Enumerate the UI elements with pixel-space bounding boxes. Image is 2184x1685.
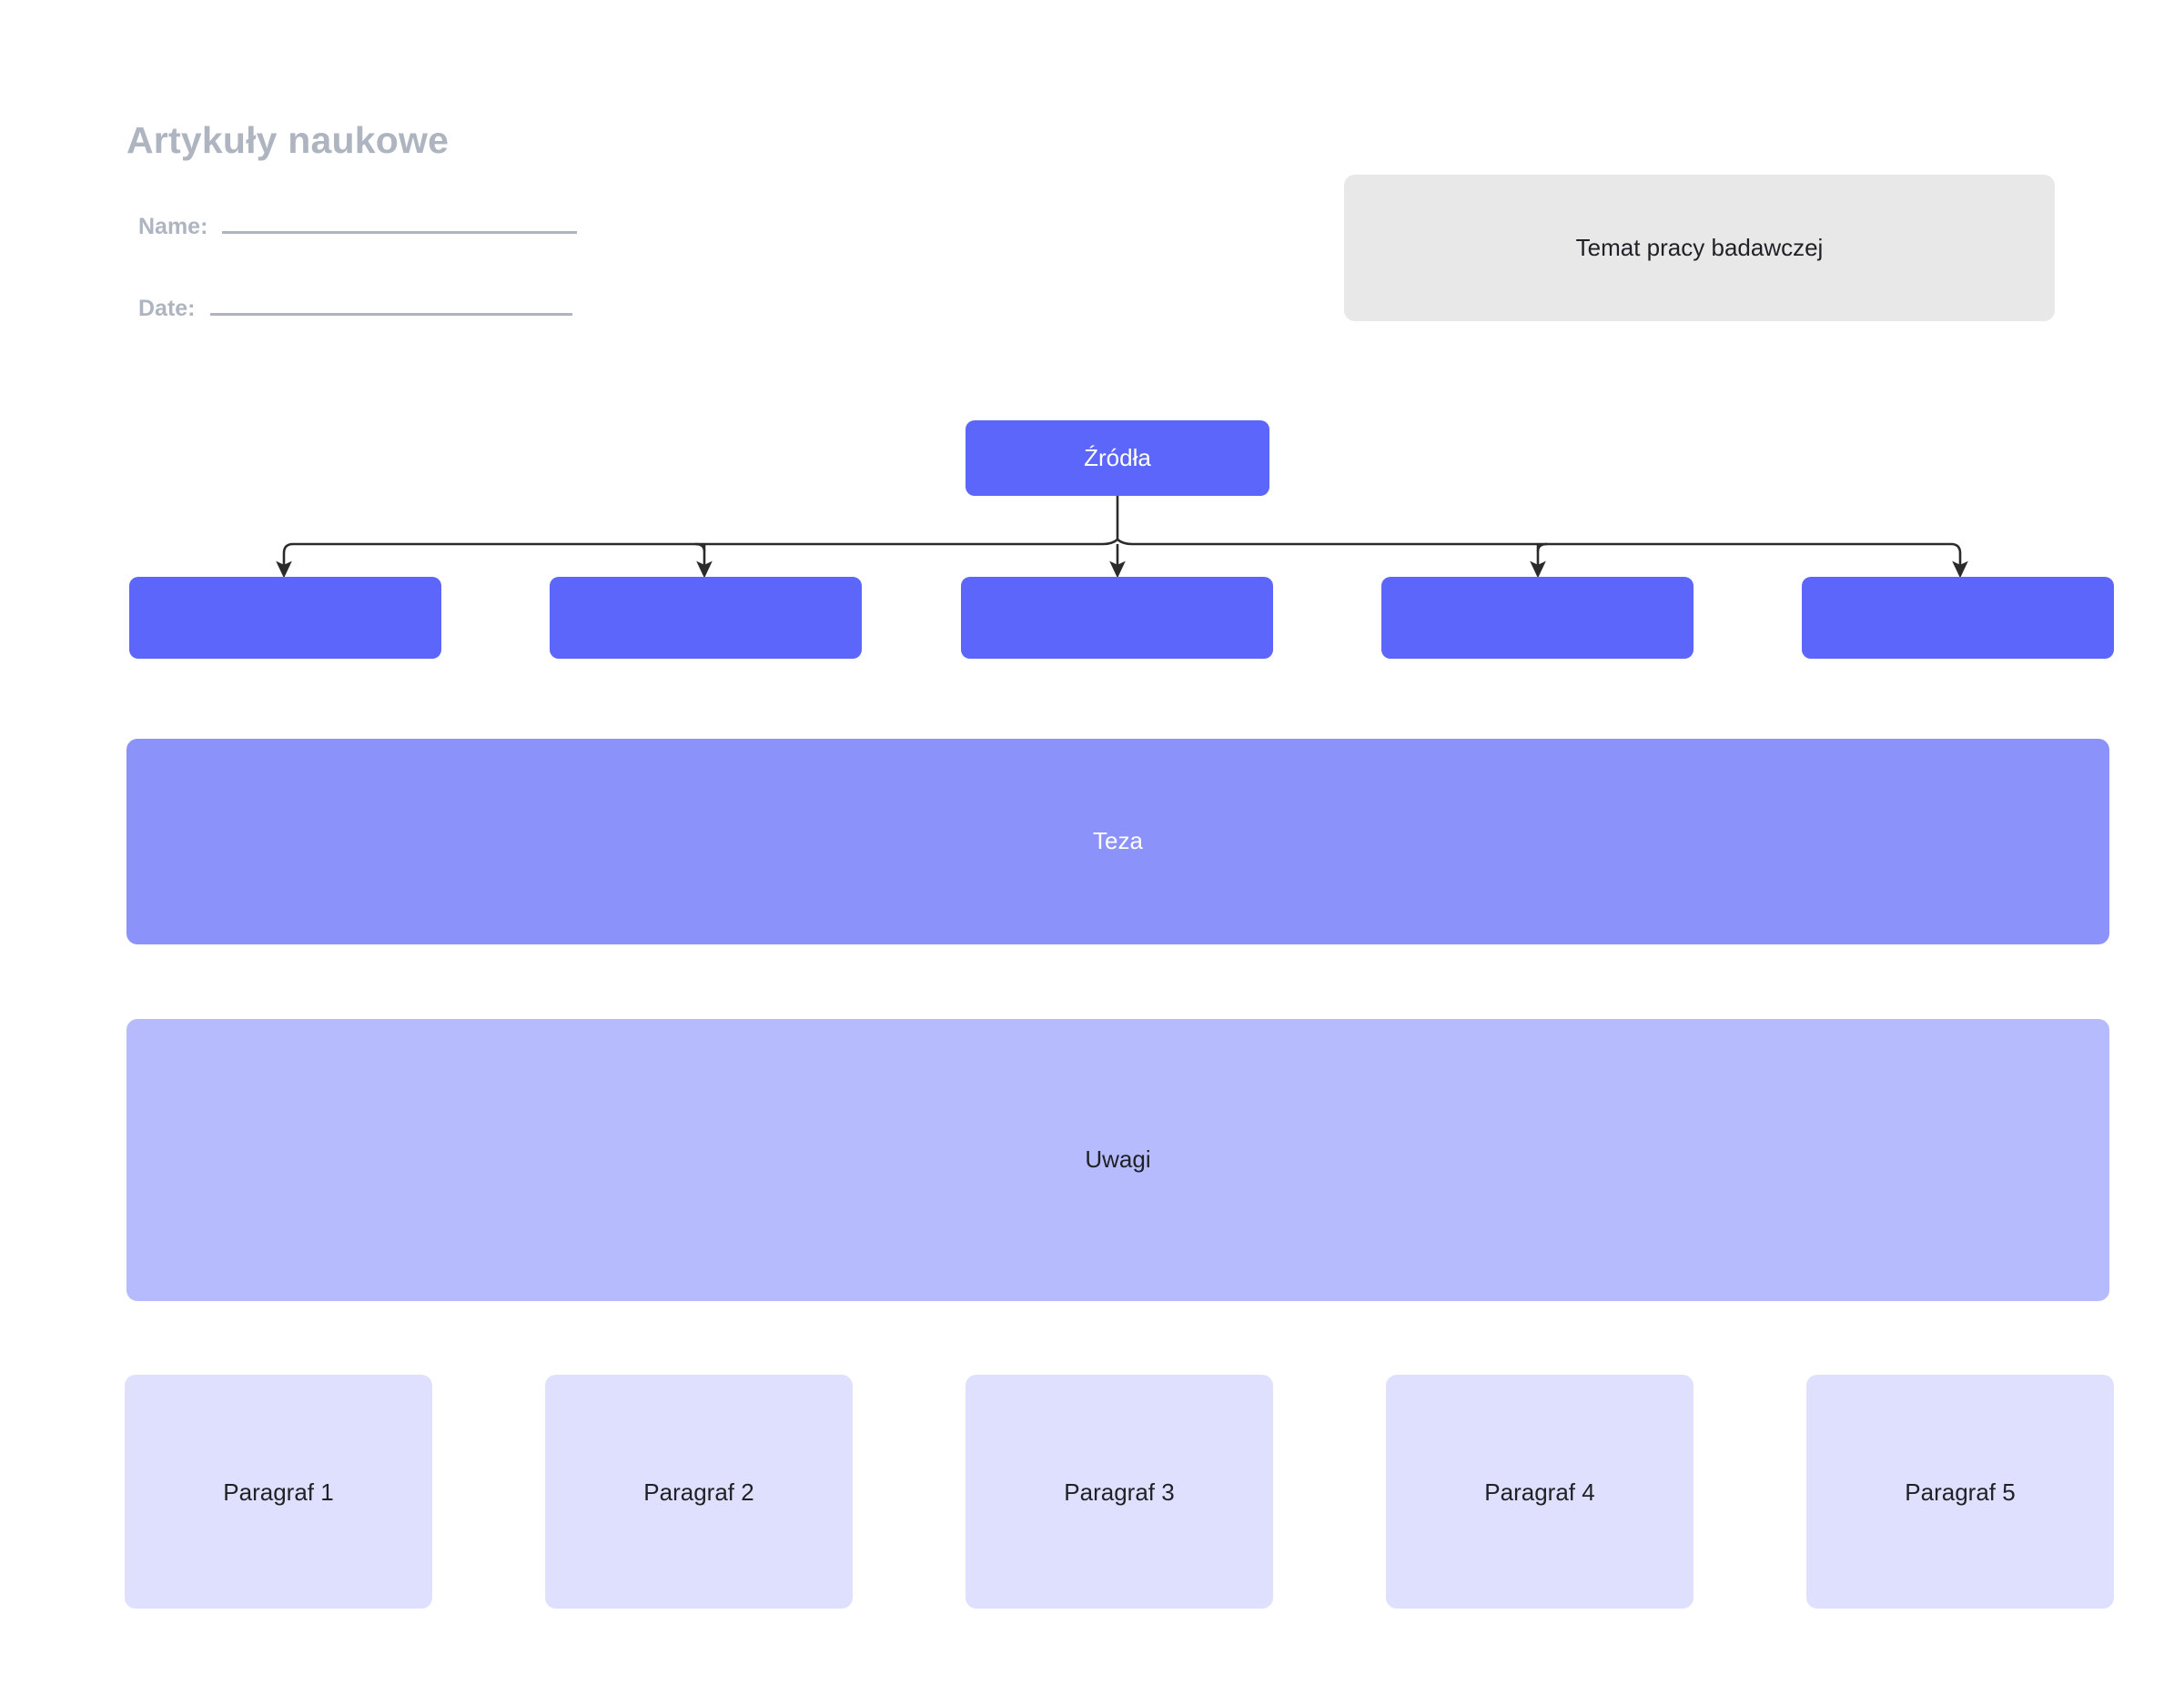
sources-root-label: Źródła xyxy=(1084,443,1151,471)
research-topic-box[interactable]: Temat pracy badawczej xyxy=(1344,175,2055,321)
paragraph-card-4-label: Paragraf 4 xyxy=(1484,1478,1595,1506)
paragraph-card-1-label: Paragraf 1 xyxy=(223,1478,334,1506)
source-node-5[interactable] xyxy=(1802,577,2114,659)
paragraph-card-1[interactable]: Paragraf 1 xyxy=(125,1375,432,1609)
name-input-line[interactable] xyxy=(222,231,578,234)
source-node-4[interactable] xyxy=(1381,577,1694,659)
paragraph-card-5-label: Paragraf 5 xyxy=(1905,1478,2016,1506)
paragraph-card-5[interactable]: Paragraf 5 xyxy=(1806,1375,2114,1609)
research-topic-label: Temat pracy badawczej xyxy=(1575,234,1824,261)
paragraph-card-3[interactable]: Paragraf 3 xyxy=(966,1375,1273,1609)
date-field-label: Date: xyxy=(138,296,196,321)
paragraph-card-2[interactable]: Paragraf 2 xyxy=(545,1375,853,1609)
notes-box[interactable]: Uwagi xyxy=(126,1019,2109,1301)
paragraph-card-3-label: Paragraf 3 xyxy=(1064,1478,1175,1506)
date-input-line[interactable] xyxy=(209,313,572,316)
thesis-label: Teza xyxy=(1093,827,1143,855)
page-title: Artykuły naukowe xyxy=(126,119,450,161)
name-field-row: Name: xyxy=(138,214,578,240)
source-node-2[interactable] xyxy=(550,577,862,659)
source-node-1[interactable] xyxy=(129,577,441,659)
name-field-label: Name: xyxy=(138,214,208,239)
date-field-row: Date: xyxy=(138,296,572,322)
sources-root-node[interactable]: Źródła xyxy=(966,420,1269,496)
notes-label: Uwagi xyxy=(1085,1145,1151,1174)
paragraph-card-4[interactable]: Paragraf 4 xyxy=(1386,1375,1694,1609)
thesis-box[interactable]: Teza xyxy=(126,739,2109,944)
paragraph-card-2-label: Paragraf 2 xyxy=(643,1478,754,1506)
source-node-3[interactable] xyxy=(961,577,1273,659)
